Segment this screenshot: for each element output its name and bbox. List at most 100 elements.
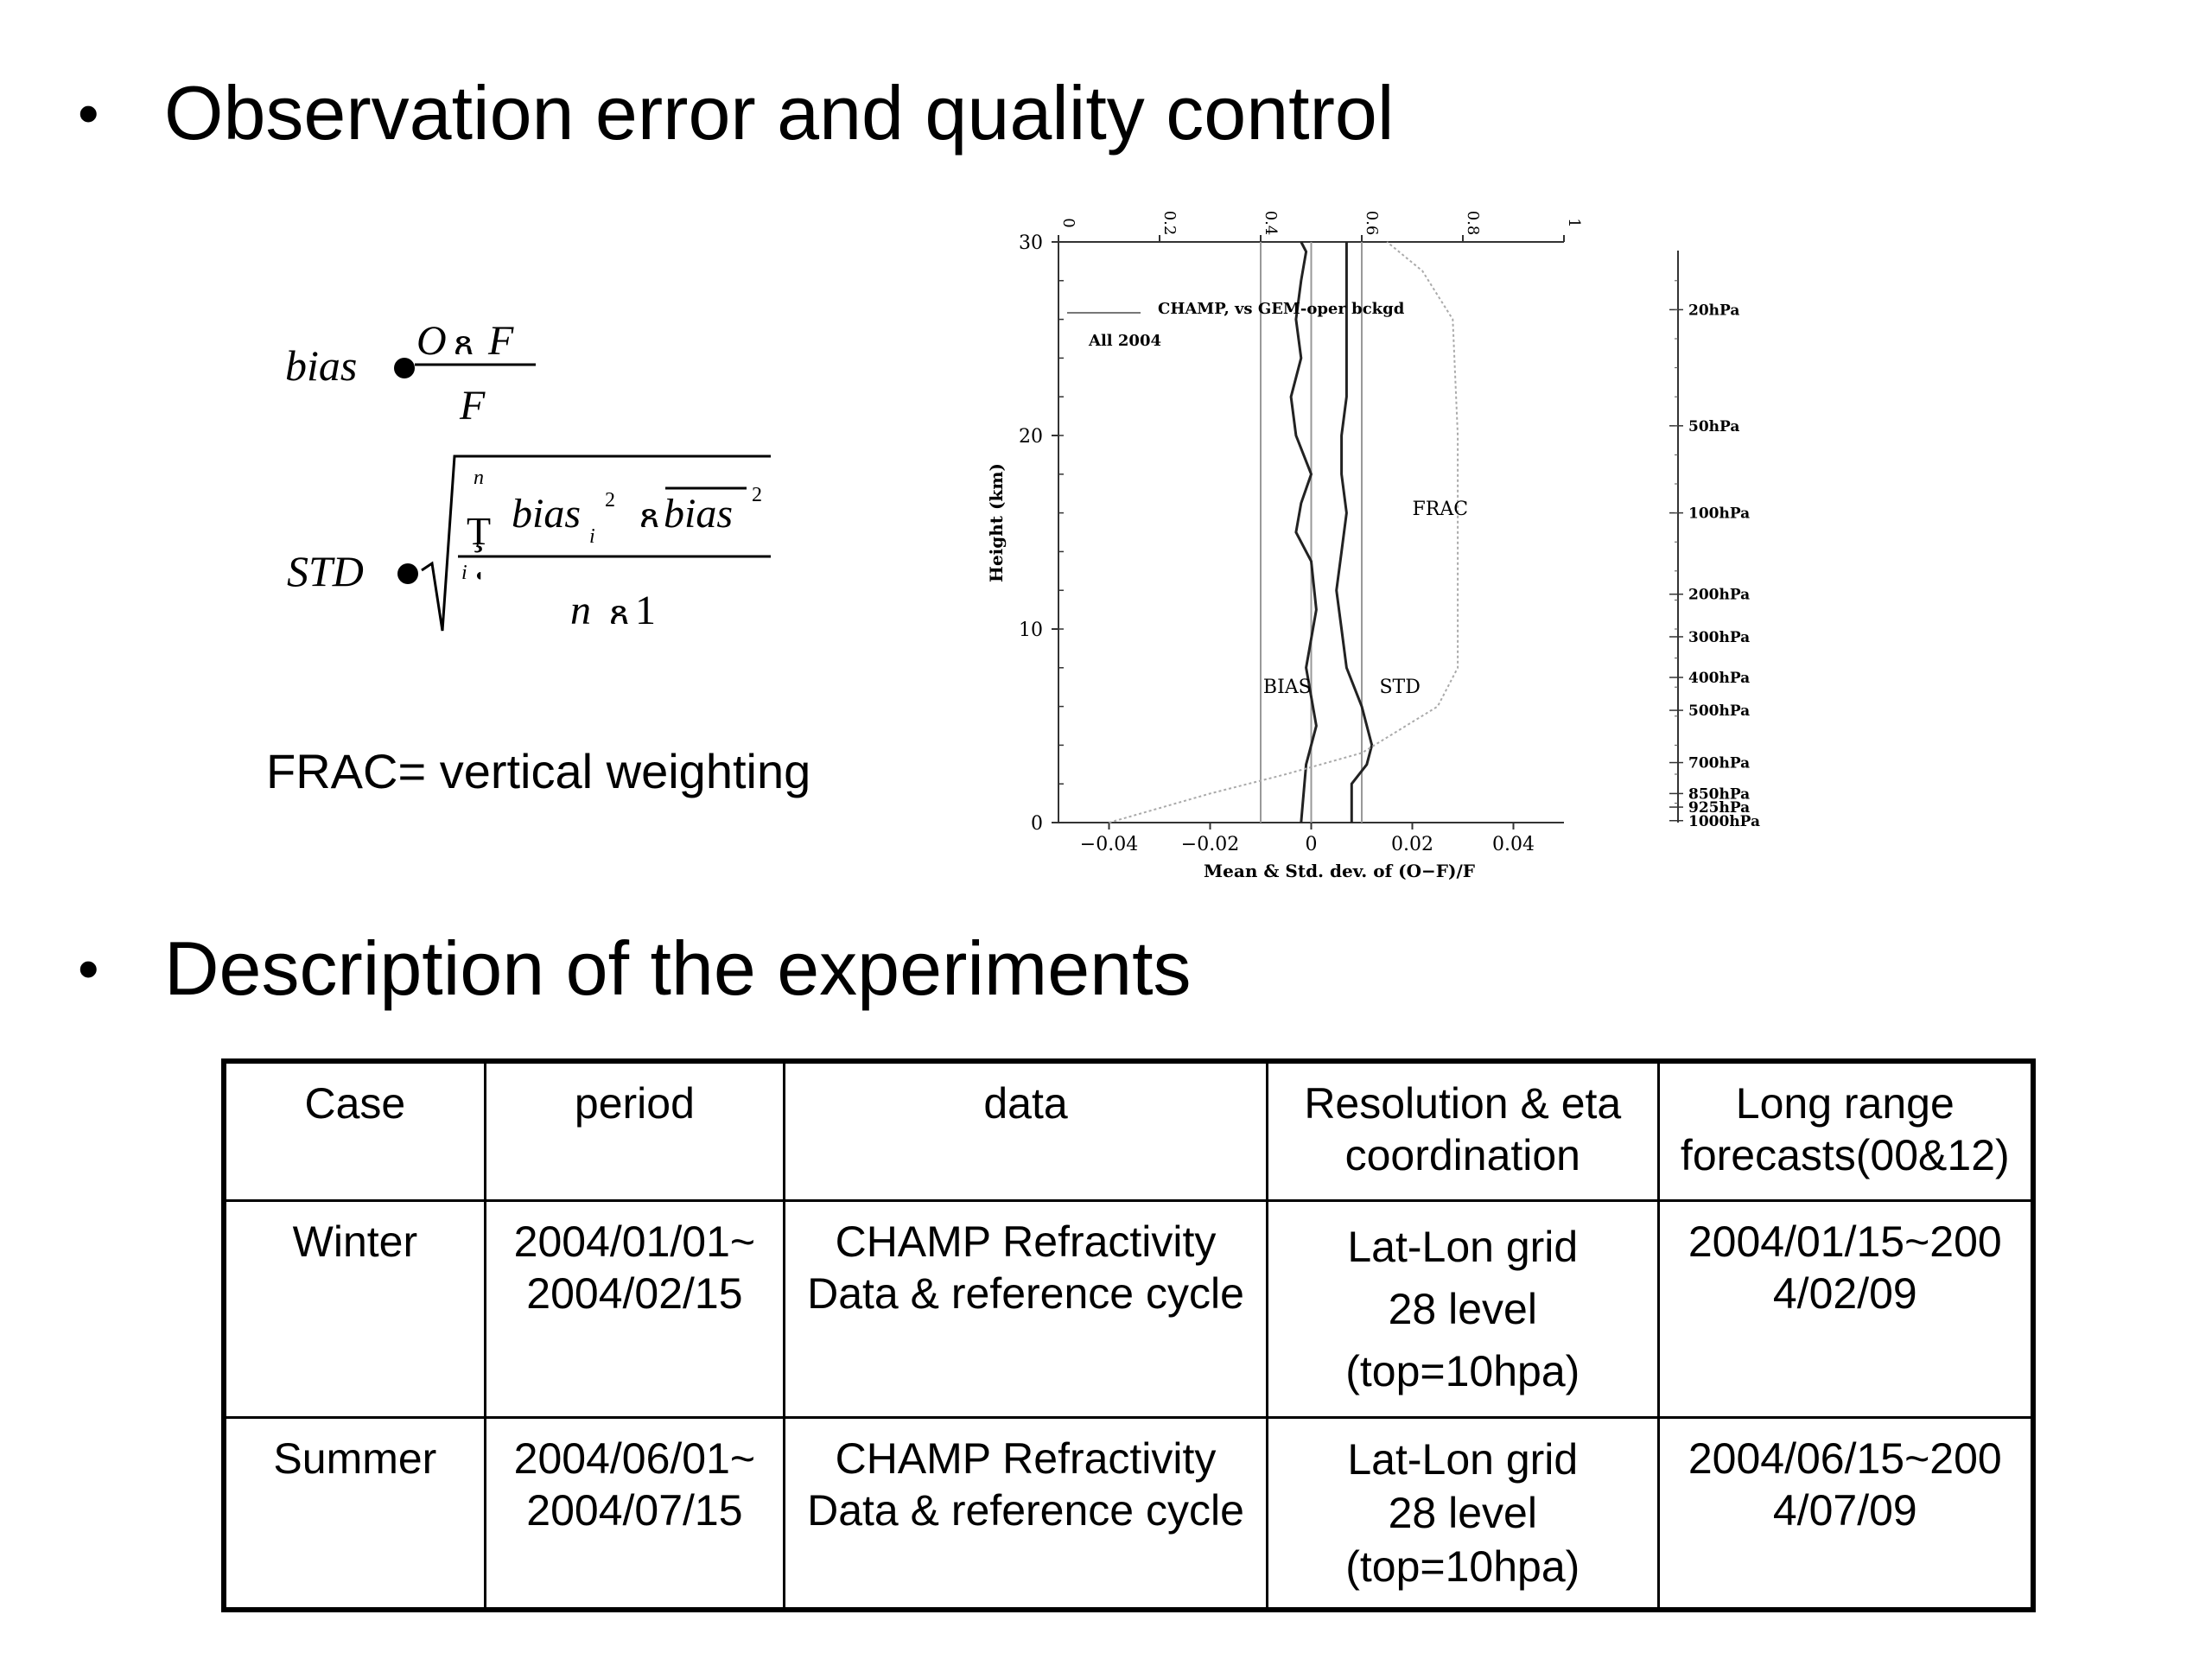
series-line-frac: [1109, 241, 1459, 823]
fc-line-1: 2004/06/15~200: [1688, 1434, 2002, 1483]
pressure-label: 850hPa: [1688, 785, 1750, 803]
top-tick-label: 1: [1565, 218, 1583, 227]
top-tick-label: 0.8: [1464, 211, 1482, 236]
section-heading-quality-control: • Observation error and quality control: [78, 69, 1394, 157]
res-line-2: 28 level: [1388, 1489, 1537, 1537]
cell-period: 2004/06/01~ 2004/07/15: [483, 1416, 786, 1611]
cell-forecasts: 2004/06/15~200 4/07/09: [1656, 1416, 2035, 1611]
error-formulas: bias O ጸ F F STD n Ţ i ◖ bias i 2 ጸ bias…: [285, 318, 771, 633]
top-tick-label: 0.6: [1363, 211, 1381, 236]
period-end: 2004/02/15: [526, 1269, 743, 1318]
minus-glyph: ጸ: [639, 496, 659, 535]
period-start: 2004/01/01~: [513, 1217, 756, 1266]
series-annotation: BIAS: [1263, 677, 1312, 698]
cell-case: Summer: [222, 1416, 486, 1611]
sqrt-sign: [421, 454, 771, 632]
sum-term: bias: [512, 491, 581, 537]
data-line-2: Data & reference cycle: [807, 1486, 1244, 1535]
bias-denominator: F: [459, 383, 486, 429]
series-annotation: STD: [1379, 677, 1420, 698]
std-lhs: STD: [287, 547, 364, 595]
sum-upper-limit: n: [474, 467, 484, 489]
x-axis-label: Mean & Std. dev. of (O−F)/F: [1204, 861, 1475, 881]
pressure-label: 300hPa: [1688, 629, 1750, 646]
pressure-label: 100hPa: [1688, 505, 1750, 523]
chart-subtitle: All 2004: [1088, 332, 1161, 350]
subscript-i: i: [589, 525, 595, 548]
table-row: Winter 2004/01/01~ 2004/02/15 CHAMP Refr…: [222, 1199, 2035, 1419]
header-case: Case: [222, 1059, 486, 1202]
section-title: Observation error and quality control: [164, 70, 1395, 156]
x-tick-label: −0.04: [1080, 834, 1138, 855]
cell-forecasts: 2004/01/15~200 4/02/09: [1656, 1199, 2035, 1419]
res-line-1: Lat-Lon grid: [1347, 1223, 1579, 1271]
res-line-3: (top=10hpa): [1345, 1542, 1580, 1591]
sum-glyph: Ţ: [467, 509, 491, 553]
series-annotation: FRAC: [1413, 499, 1469, 520]
top-tick-label: 0.2: [1160, 211, 1179, 236]
y-tick-label: 30: [1019, 232, 1043, 254]
res-line-3: (top=10hpa): [1345, 1347, 1580, 1395]
denominator-one: 1: [635, 588, 656, 633]
pressure-label: 20hPa: [1688, 302, 1739, 319]
y-tick-label: 20: [1019, 426, 1043, 448]
y-tick-label: 10: [1019, 620, 1043, 641]
bias-numerator-o: O: [416, 318, 447, 364]
pressure-label: 700hPa: [1688, 755, 1750, 772]
table-row: Summer 2004/06/01~ 2004/07/15 CHAMP Refr…: [222, 1416, 2035, 1611]
header-resolution: Resolution & eta coordination: [1265, 1059, 1660, 1202]
pressure-label: 200hPa: [1688, 587, 1750, 604]
bias-lhs: bias: [285, 341, 357, 390]
bar-term: bias: [664, 491, 733, 537]
fc-line-2: 4/02/09: [1772, 1269, 1917, 1318]
fc-line-2: 4/07/09: [1772, 1486, 1917, 1535]
header-period: period: [483, 1059, 786, 1202]
chart-background: [968, 203, 1711, 894]
section-title: Description of the experiments: [164, 925, 1192, 1011]
pressure-label: 1000hPa: [1688, 813, 1760, 830]
period-start: 2004/06/01~: [513, 1434, 756, 1483]
y-axis-label: Height (km): [986, 463, 1007, 582]
minus-glyph: ጸ: [454, 323, 474, 362]
bullet-marker: •: [78, 935, 99, 1002]
frac-note: FRAC= vertical weighting: [266, 744, 811, 798]
denominator-n: n: [570, 588, 591, 633]
top-tick-label: 0.4: [1262, 211, 1280, 236]
bullet-marker: •: [78, 79, 99, 147]
cell-case: Winter: [222, 1199, 486, 1419]
equals-symbol: [394, 358, 415, 378]
sum-lower-limit: i: [461, 562, 467, 584]
experiments-table: Case period data Resolution & eta coordi…: [221, 1058, 2036, 1612]
y-tick-label: 0: [1031, 813, 1043, 835]
pressure-label: 500hPa: [1688, 702, 1750, 720]
header-data: data: [783, 1059, 1268, 1202]
pressure-label: 925hPa: [1688, 799, 1750, 817]
equals-symbol: [397, 563, 418, 584]
cell-resolution: Lat-Lon grid 28 level (top=10hpa): [1265, 1199, 1660, 1419]
x-tick-label: −0.02: [1181, 834, 1239, 855]
res-line-1: Lat-Lon grid: [1347, 1435, 1579, 1484]
cell-period: 2004/01/01~ 2004/02/15: [483, 1199, 786, 1419]
top-tick-label: 0: [1059, 218, 1077, 227]
pressure-label: 400hPa: [1688, 670, 1750, 687]
x-tick-label: 0.04: [1492, 834, 1535, 855]
period-end: 2004/07/15: [526, 1486, 743, 1535]
series-line-bias: [1289, 241, 1318, 823]
data-line-2: Data & reference cycle: [807, 1269, 1244, 1318]
cell-data: CHAMP Refractivity Data & reference cycl…: [783, 1199, 1268, 1419]
fc-line-1: 2004/01/15~200: [1688, 1217, 2002, 1266]
series-line-std: [1335, 242, 1374, 823]
exponent: 2: [752, 484, 762, 506]
exponent: 2: [605, 489, 615, 512]
header-forecasts: Long range forecasts(00&12): [1656, 1059, 2035, 1202]
minus-glyph: ጸ: [609, 593, 629, 632]
res-line-2: 28 level: [1388, 1285, 1537, 1333]
table-header-row: Case period data Resolution & eta coordi…: [222, 1059, 2035, 1202]
chart-title: CHAMP, vs GEM-oper bckgd: [1158, 300, 1405, 318]
pressure-label: 50hPa: [1688, 418, 1739, 435]
cell-data: CHAMP Refractivity Data & reference cycl…: [783, 1416, 1268, 1611]
chart-series: BIAS STD FRAC: [1109, 241, 1469, 823]
bias-numerator-f: F: [487, 318, 514, 364]
